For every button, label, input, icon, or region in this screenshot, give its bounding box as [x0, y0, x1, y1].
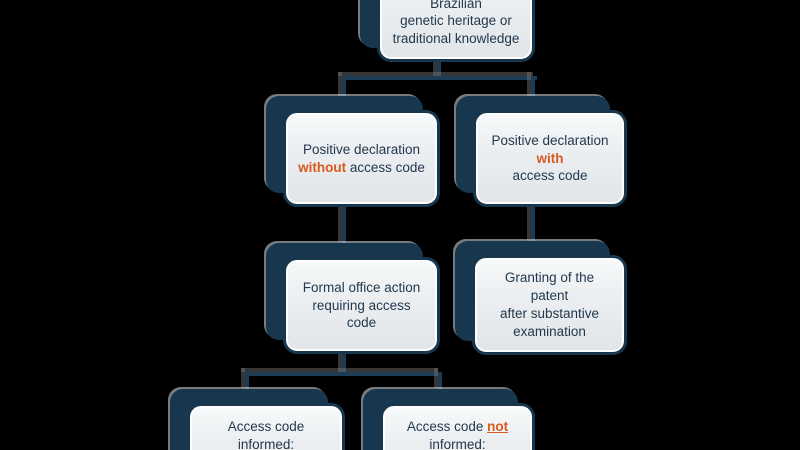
connector-bottom-horizontal [245, 372, 442, 376]
connector-top-drop-left [342, 76, 346, 100]
node-label: Access code informed:Granting of the pat… [227, 419, 305, 450]
connector-bottom-drop-left [245, 372, 249, 392]
connector-with-to-granting [531, 204, 535, 246]
node-card: Access code informed:Granting of the pat… [187, 403, 345, 450]
connector-without-to-office-action [342, 204, 346, 246]
connector-office-action-stem [342, 352, 346, 376]
connector-top-horizontal [342, 76, 537, 80]
connector-root-stem [437, 58, 441, 80]
connector-bottom-drop-right [438, 372, 442, 392]
node-access-code-informed: Access code informed:Granting of the pat… [170, 389, 345, 450]
connector-top-drop-right [531, 76, 535, 100]
